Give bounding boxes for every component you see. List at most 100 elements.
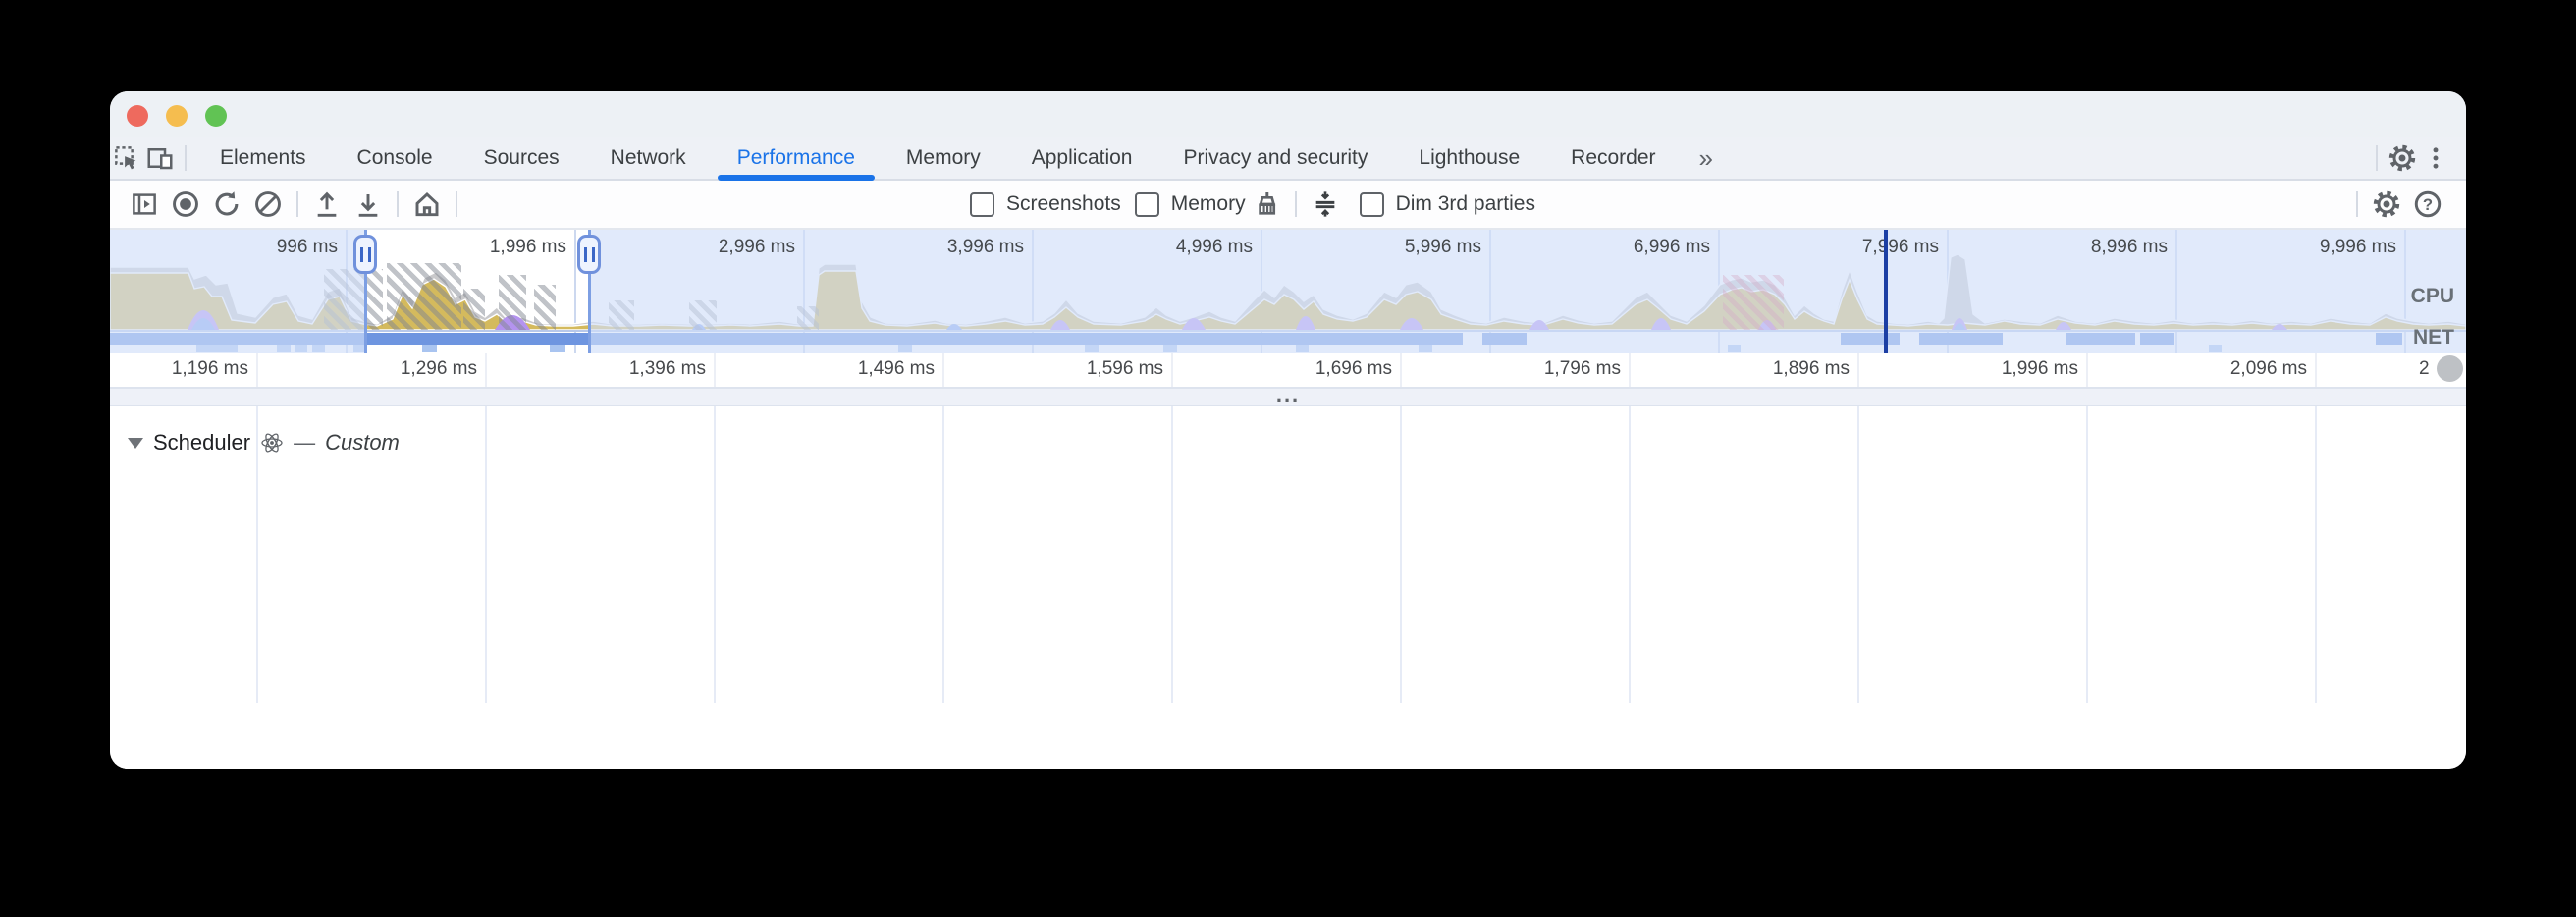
ruler-time-label: 1,196 ms xyxy=(171,358,248,379)
tab-privacy-and-security[interactable]: Privacy and security xyxy=(1183,146,1368,169)
memory-label: Memory xyxy=(1170,192,1246,215)
drag-dots-icon: ... xyxy=(1275,382,1301,406)
tab-application[interactable]: Application xyxy=(1031,146,1133,169)
ruler-gridline xyxy=(1400,353,1402,387)
chevron-down-icon xyxy=(128,437,143,449)
overview-time-label: 8,996 ms xyxy=(2090,237,2168,257)
ruler-gridline xyxy=(485,353,487,387)
record-and-reload-button[interactable] xyxy=(206,184,247,225)
load-profile-button[interactable] xyxy=(306,184,348,225)
selection-right-edge xyxy=(588,230,591,353)
track-gridline xyxy=(485,406,487,703)
panel-resize-handle[interactable]: ... xyxy=(110,384,2466,406)
overview-time-label: 3,996 ms xyxy=(946,237,1024,257)
track-group-label: Scheduler xyxy=(153,430,251,455)
device-toolbar-button[interactable] xyxy=(143,141,177,175)
react-atom-icon xyxy=(261,433,283,453)
ruler-gridline xyxy=(2315,353,2317,387)
live-metrics-button[interactable] xyxy=(406,184,448,225)
toolbar-left-group xyxy=(124,181,465,228)
ruler-gridline xyxy=(1629,353,1631,387)
dash-separator: — xyxy=(294,430,316,455)
track-group-suffix: Custom xyxy=(325,430,400,455)
show-panel-icon xyxy=(133,193,156,215)
separator xyxy=(185,145,187,171)
overview-time-label: 996 ms xyxy=(276,237,338,257)
tab-sources[interactable]: Sources xyxy=(483,146,560,169)
ruler-time-label: 1,796 ms xyxy=(1543,358,1621,379)
minimize-button[interactable] xyxy=(166,105,188,127)
reload-icon xyxy=(215,191,239,216)
scrollbar-thumb[interactable] xyxy=(2437,355,2463,382)
track-gridline xyxy=(1629,406,1631,703)
overview-time-label: 4,996 ms xyxy=(1175,237,1253,257)
memory-checkbox[interactable] xyxy=(1134,191,1159,217)
selection-right-handle[interactable] xyxy=(577,235,601,274)
dim-3rd-parties-checkbox[interactable] xyxy=(1359,191,1384,217)
toolbar-options-group: Screenshots Memory xyxy=(956,181,1535,228)
details-pane xyxy=(110,703,2466,769)
overview-time-label: 6,996 ms xyxy=(1633,237,1710,257)
screenshots-checkbox[interactable] xyxy=(970,191,994,217)
separator xyxy=(296,191,298,217)
track-gridline xyxy=(942,406,944,703)
help-button[interactable]: ? xyxy=(2407,184,2448,225)
more-tabs-chevron-icon: » xyxy=(1698,142,1713,173)
tab-elements[interactable]: Elements xyxy=(220,146,306,169)
cpu-hatch-overlay xyxy=(387,263,461,330)
ruler-time-label-partial: 2 xyxy=(2419,358,2430,379)
gear-icon xyxy=(2388,144,2416,172)
screenshots-label: Screenshots xyxy=(1006,192,1121,215)
record-button[interactable] xyxy=(165,184,206,225)
zoom-button[interactable] xyxy=(205,105,227,127)
ruler-time-label: 1,896 ms xyxy=(1772,358,1850,379)
overview-dim-right xyxy=(589,230,2466,353)
record-icon xyxy=(173,191,198,217)
overview-time-label: 2,996 ms xyxy=(718,237,795,257)
toggle-sidebar-button[interactable] xyxy=(124,184,165,225)
cpu-hatch-overlay xyxy=(463,289,485,330)
collect-garbage-button[interactable] xyxy=(1246,184,1287,225)
help-icon: ? xyxy=(2414,190,2442,218)
tab-memory[interactable]: Memory xyxy=(905,146,981,169)
devtools-settings-button[interactable] xyxy=(2386,141,2419,175)
ruler-time-label: 1,296 ms xyxy=(400,358,477,379)
selection-left-handle[interactable] xyxy=(353,235,377,274)
clear-button[interactable] xyxy=(247,184,289,225)
performance-toolbar: Screenshots Memory xyxy=(110,181,2466,230)
cpu-lane-label: CPU xyxy=(2410,285,2454,307)
cpu-hatch-overlay xyxy=(499,275,526,330)
upload-icon xyxy=(317,191,337,217)
devtools-window: Elements Console Sources Network Performance… xyxy=(110,91,2466,769)
ruler-time-label: 1,596 ms xyxy=(1086,358,1163,379)
inspect-element-button[interactable] xyxy=(110,141,143,175)
track-group-header[interactable]: Scheduler — Custom xyxy=(128,430,400,456)
block-icon xyxy=(255,191,281,217)
overview-time-label: 7,996 ms xyxy=(1861,237,1939,257)
home-icon xyxy=(415,191,439,217)
overview-time-label: 1,996 ms xyxy=(489,237,566,257)
more-tabs-button[interactable]: » xyxy=(1682,143,1731,174)
tab-lighthouse[interactable]: Lighthouse xyxy=(1419,146,1521,169)
ruler-time-label: 1,696 ms xyxy=(1315,358,1392,379)
tab-performance[interactable]: Performance xyxy=(712,137,881,181)
devtools-menu-button[interactable] xyxy=(2419,141,2452,175)
track-gridline xyxy=(1400,406,1402,703)
dim-3rd-parties-label: Dim 3rd parties xyxy=(1395,192,1535,215)
collapse-flamechart-button[interactable] xyxy=(1305,184,1346,225)
ruler-time-label: 1,396 ms xyxy=(628,358,706,379)
ruler-time-label: 2,096 ms xyxy=(2229,358,2307,379)
overview-dim-left xyxy=(110,230,365,353)
playhead-cursor[interactable] xyxy=(1884,230,1888,353)
ruler-gridline xyxy=(1171,353,1173,387)
capture-settings-button[interactable] xyxy=(2366,184,2407,225)
devtools-tabbar: Elements Console Sources Network Performance… xyxy=(110,137,2466,181)
tab-recorder[interactable]: Recorder xyxy=(1571,146,1656,169)
save-profile-button[interactable] xyxy=(348,184,389,225)
track-gridline xyxy=(2315,406,2317,703)
close-button[interactable] xyxy=(127,105,148,127)
tab-network[interactable]: Network xyxy=(610,146,686,169)
tab-console[interactable]: Console xyxy=(356,146,433,169)
separator xyxy=(456,191,457,217)
